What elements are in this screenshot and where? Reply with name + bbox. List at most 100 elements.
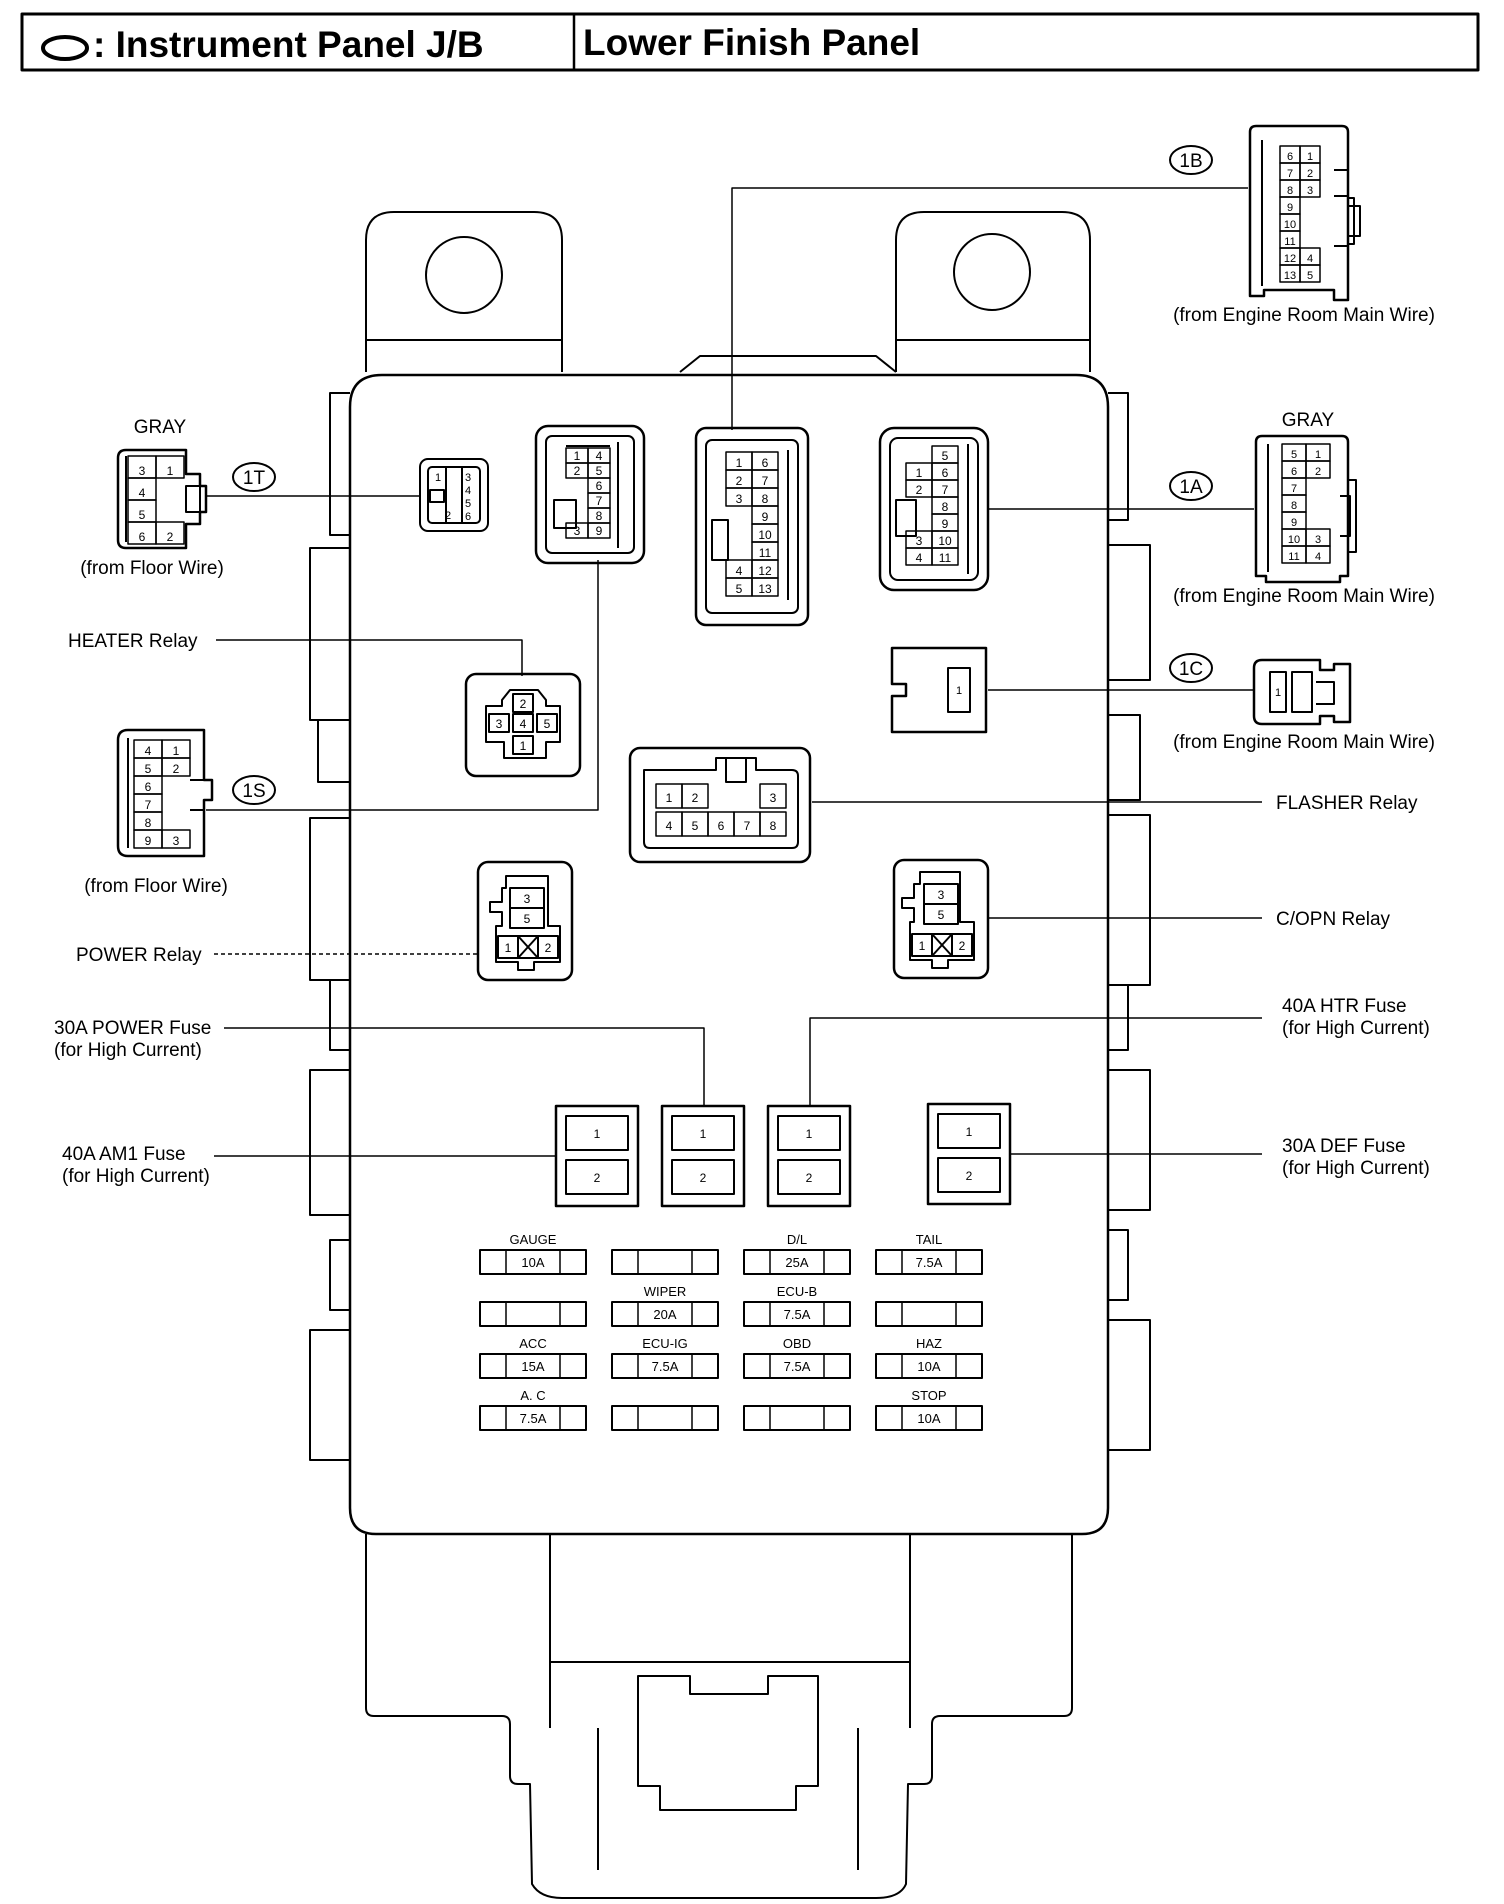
fuse-name: HAZ bbox=[916, 1336, 942, 1351]
leader-lines bbox=[206, 187, 1262, 1157]
ext1b-pin: 8 bbox=[1287, 185, 1293, 197]
fuse-body bbox=[743, 1353, 851, 1379]
fuse-body bbox=[479, 1249, 587, 1275]
label-1a-source: (from Engine Room Main Wire) bbox=[1173, 586, 1435, 607]
fuse-name: ECU-B bbox=[777, 1284, 817, 1299]
fuse-name: OBD bbox=[783, 1336, 811, 1351]
fuse-name: ACC bbox=[519, 1336, 546, 1351]
fuse-body bbox=[611, 1301, 719, 1327]
fuse-name: TAIL bbox=[916, 1232, 943, 1247]
fuse-body bbox=[479, 1301, 587, 1327]
connector-ids: 1B 1A 1C 1T 1S bbox=[232, 145, 1213, 805]
ext1a-pin: 1 bbox=[1315, 449, 1321, 461]
ext1s-cell bbox=[161, 829, 191, 849]
header: : Instrument Panel J/B Lower Finish Pane… bbox=[20, 12, 1480, 72]
id-1s-icon bbox=[232, 775, 276, 805]
fuse-amp: 7.5A bbox=[784, 1307, 811, 1322]
header-frame bbox=[20, 12, 1480, 72]
svg-text:4: 4 bbox=[520, 717, 527, 731]
ext1s-pin: 9 bbox=[145, 834, 152, 848]
ext1t-pin: 3 bbox=[139, 464, 146, 478]
big-fuse-am1: 1 2 bbox=[554, 1104, 640, 1208]
fuse-amp: 7.5A bbox=[520, 1411, 547, 1426]
jb-housing bbox=[309, 211, 1151, 1899]
flasher-pin: 1 bbox=[666, 791, 673, 805]
svg-text:1: 1 bbox=[919, 939, 926, 953]
fuse-body bbox=[875, 1249, 983, 1275]
ext1t-pin: 2 bbox=[167, 530, 174, 544]
flasher-pin: 3 bbox=[770, 791, 777, 805]
a1-pin: 1 bbox=[916, 466, 923, 480]
ext1a-cell bbox=[1305, 545, 1331, 564]
s1-pin: 6 bbox=[596, 479, 603, 493]
b1-pin: 11 bbox=[759, 546, 772, 560]
id-1t-icon bbox=[232, 462, 276, 492]
ext1t-pin: 6 bbox=[139, 530, 146, 544]
svg-text:1: 1 bbox=[806, 1127, 813, 1141]
svg-text:1: 1 bbox=[700, 1127, 707, 1141]
ext1s-pin: 2 bbox=[173, 762, 180, 776]
ext1s-pin: 1 bbox=[173, 744, 180, 758]
svg-text:1S: 1S bbox=[242, 781, 265, 802]
fuse-slot bbox=[743, 1405, 851, 1431]
fuse-slot bbox=[611, 1405, 719, 1431]
fuse-slot: 7.5A A. C bbox=[479, 1388, 587, 1431]
ext1a-pin: 9 bbox=[1291, 517, 1297, 529]
label-htr-fuse: 40A HTR Fuse bbox=[1282, 996, 1407, 1017]
ext1a-pin: 4 bbox=[1315, 551, 1321, 563]
svg-text:3: 3 bbox=[496, 717, 503, 731]
fuse-slot bbox=[611, 1249, 719, 1275]
flasher-cell bbox=[759, 811, 787, 837]
ext1b-pin: 5 bbox=[1307, 270, 1313, 282]
label-def-fuse: 30A DEF Fuse bbox=[1282, 1136, 1406, 1157]
mount-ear-right bbox=[895, 211, 1091, 372]
svg-text:5: 5 bbox=[465, 498, 471, 510]
fuse-body bbox=[875, 1353, 983, 1379]
fuse-slot: 7.5A ECU-B bbox=[743, 1284, 851, 1327]
ext1s-pin: 5 bbox=[145, 762, 152, 776]
svg-text:2: 2 bbox=[520, 697, 527, 711]
b1-pin: 5 bbox=[736, 582, 743, 596]
fuse-name: A. C bbox=[520, 1388, 545, 1403]
svg-text:1A: 1A bbox=[1179, 477, 1203, 498]
b1-pin: 12 bbox=[758, 564, 772, 578]
id-1c-icon bbox=[1169, 653, 1213, 683]
copn-relay: 3 5 1 2 bbox=[892, 858, 990, 980]
b1-pin: 4 bbox=[736, 564, 743, 578]
label-1t-color: GRAY bbox=[134, 417, 187, 438]
a1-pin: 7 bbox=[942, 483, 949, 497]
label-power-fuse-sub: (for High Current) bbox=[54, 1040, 202, 1061]
svg-text:3: 3 bbox=[465, 472, 471, 484]
a1-pin: 9 bbox=[942, 517, 949, 531]
label-am1-fuse: 40A AM1 Fuse bbox=[62, 1144, 186, 1165]
flasher-pin: 8 bbox=[770, 819, 777, 833]
svg-text:2: 2 bbox=[959, 939, 966, 953]
fuse-amp: 10A bbox=[917, 1411, 940, 1426]
a1-cell bbox=[931, 547, 959, 566]
jb-connector-1c: 1 bbox=[890, 646, 988, 734]
b1-pin: 8 bbox=[762, 492, 769, 506]
big-fuse-def: 1 2 bbox=[926, 1102, 1012, 1206]
heater-relay: 2 3 4 5 1 bbox=[464, 672, 582, 778]
label-heater-relay: HEATER Relay bbox=[68, 631, 198, 652]
svg-text:1B: 1B bbox=[1179, 151, 1202, 172]
ext1t-cell bbox=[155, 455, 185, 479]
label-1b-source: (from Engine Room Main Wire) bbox=[1173, 305, 1435, 326]
ext1a-pin: 7 bbox=[1291, 483, 1297, 495]
fuse-grid: 10AGAUGE25AD/L7.5ATAIL20AWIPER7.5AECU-B1… bbox=[479, 1232, 983, 1431]
fuse-name: D/L bbox=[787, 1232, 807, 1247]
fuse-amp: 7.5A bbox=[784, 1359, 811, 1374]
svg-text:2: 2 bbox=[594, 1171, 601, 1185]
fuse-amp: 7.5A bbox=[916, 1255, 943, 1270]
svg-text:3: 3 bbox=[938, 888, 945, 902]
s1-pin: 7 bbox=[596, 494, 603, 508]
ext1t-cell bbox=[155, 521, 185, 545]
label-def-fuse-sub: (for High Current) bbox=[1282, 1158, 1430, 1179]
fuse-body bbox=[743, 1301, 851, 1327]
fuse-name: ECU-IG bbox=[642, 1336, 688, 1351]
b1-cell bbox=[751, 577, 779, 597]
